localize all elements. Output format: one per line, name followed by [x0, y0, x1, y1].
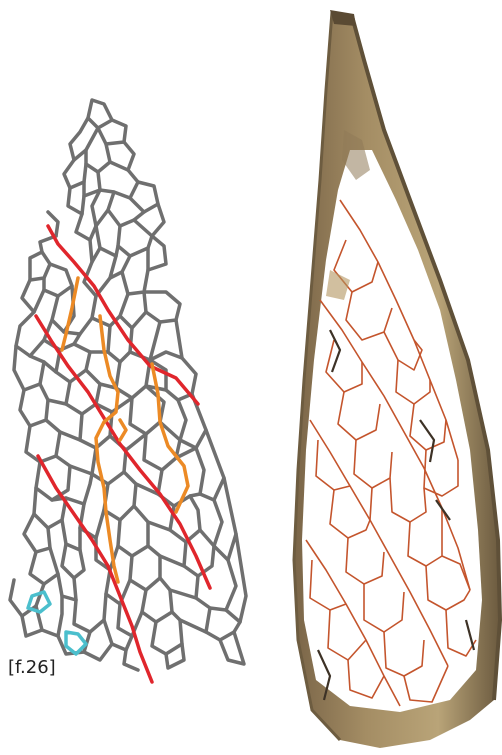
- leaf-tip: [330, 10, 356, 26]
- figure-label: [f.26]: [8, 657, 56, 678]
- cell-network: [10, 100, 246, 670]
- venation-network-diagram: [10, 100, 246, 682]
- leaf-specimen-photo: [294, 10, 500, 748]
